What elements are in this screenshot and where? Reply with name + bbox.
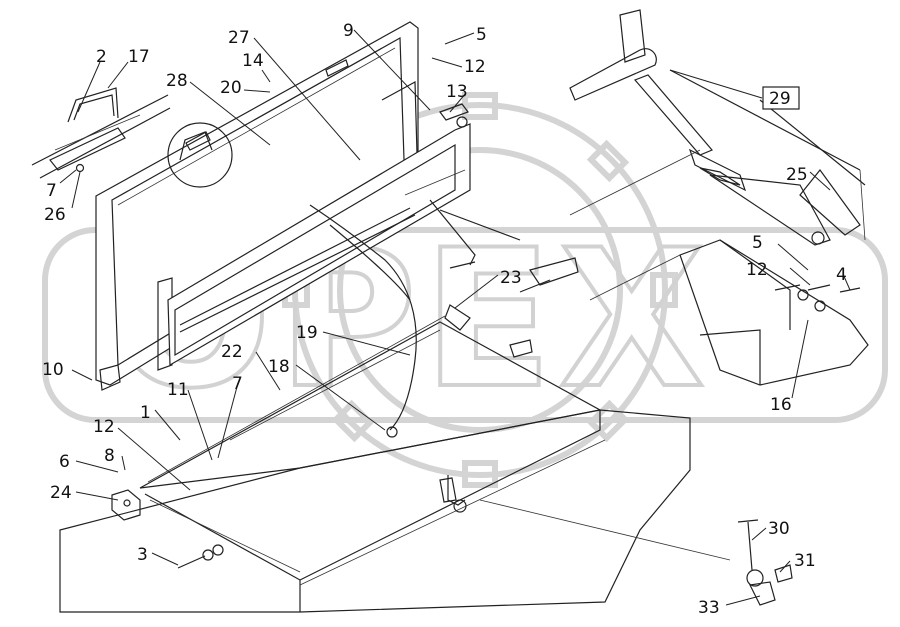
callout-23: 23 [500,268,522,288]
callout-24: 24 [50,483,72,503]
callout-14: 14 [242,51,264,71]
bolt-3 [177,544,224,569]
callout-12-top: 12 [464,57,486,77]
hinge-bracket [111,489,141,521]
linkage-bracket [429,199,579,358]
callout-19: 19 [296,323,318,343]
callout-7-left: 7 [46,181,57,201]
projection-lines [479,149,731,561]
callout-17: 17 [128,47,150,67]
callout-7-mid: 7 [232,374,243,394]
callout-29: 29 [769,89,791,109]
detail-circle [167,122,233,188]
lever-detail [569,9,866,246]
callout-31: 31 [794,551,816,571]
callout-3: 3 [137,545,148,565]
callout-10: 10 [42,360,64,380]
callout-box-29 [762,86,800,110]
callout-5-top: 5 [476,25,487,45]
callout-labels: 2 17 28 14 20 27 9 5 12 13 29 25 7 26 5 … [42,21,847,618]
callout-18: 18 [268,357,290,377]
body-box [59,315,691,613]
callout-4: 4 [836,265,847,285]
support-frame [167,103,471,367]
cable [309,204,417,438]
callout-12-lower: 12 [93,417,115,437]
callout-8: 8 [104,446,115,466]
right-bracket [679,239,869,386]
callout-2: 2 [96,47,107,67]
callout-25: 25 [786,165,808,185]
callout-28: 28 [166,71,188,91]
callout-13: 13 [446,82,468,102]
callout-9: 9 [343,21,354,41]
callout-5-right: 5 [752,233,763,253]
callout-22: 22 [221,342,243,362]
callout-20: 20 [220,78,242,98]
callout-27: 27 [228,28,250,48]
callout-12-right: 12 [746,260,768,280]
left-rail [31,87,171,179]
latch [439,475,467,513]
callout-6: 6 [59,452,70,472]
callout-26: 26 [44,205,66,225]
callout-16: 16 [770,395,792,415]
callout-30: 30 [768,519,790,539]
leader-lines [59,29,851,606]
callout-33: 33 [698,598,720,618]
callout-11: 11 [167,380,189,400]
callout-1: 1 [140,403,151,423]
